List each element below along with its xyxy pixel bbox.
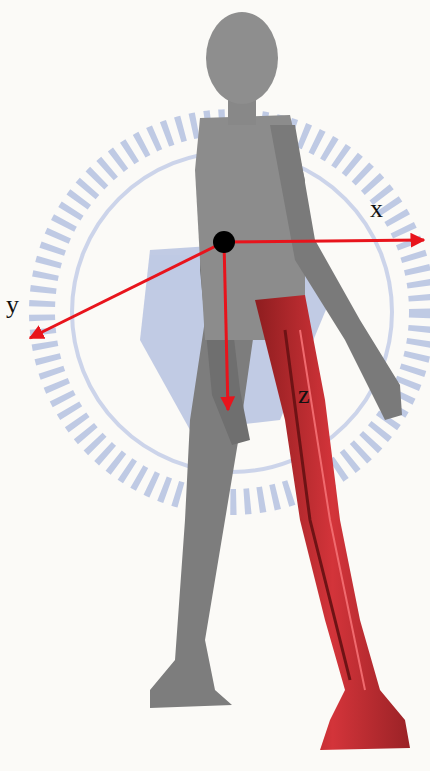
y-axis — [30, 242, 224, 338]
head — [206, 12, 278, 104]
axis-label: x — [370, 196, 383, 222]
z-axis — [224, 242, 228, 410]
muscle-line — [285, 330, 350, 680]
x-axis — [224, 240, 424, 242]
front-leg-muscles — [255, 295, 410, 750]
axis-label: y — [6, 292, 19, 318]
back-leg — [150, 320, 255, 708]
axis-label: z — [298, 382, 310, 408]
muscle-line — [300, 330, 365, 690]
origin-dot — [213, 231, 235, 253]
